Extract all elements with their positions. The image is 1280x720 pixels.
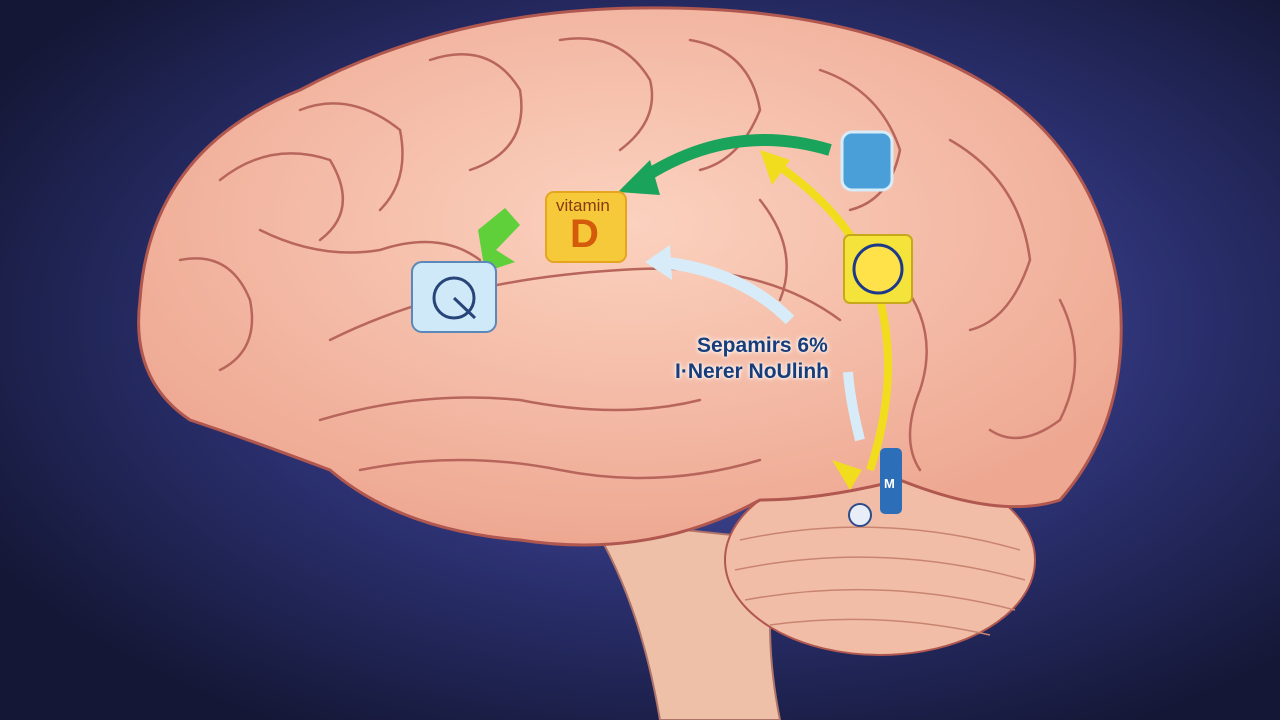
- vitamin-d-badge: [545, 191, 627, 263]
- green-arrow: [636, 134, 832, 185]
- capsule-icon: [840, 130, 894, 192]
- tube-icon: [880, 448, 902, 514]
- green-arrow-head: [618, 160, 660, 195]
- caption-line-1: Sepamirs 6%: [697, 334, 828, 357]
- tube-letter: M: [884, 476, 895, 491]
- vitamin-letter: D: [570, 212, 599, 256]
- clock-icon: [411, 261, 497, 333]
- light-arrow: [659, 256, 795, 325]
- pin-icon: [848, 503, 872, 527]
- vitamin-label: vitamin: [556, 196, 610, 215]
- leaf-icon: [478, 208, 520, 272]
- caption-line-2: I·Nerer NoUlinh: [675, 360, 830, 383]
